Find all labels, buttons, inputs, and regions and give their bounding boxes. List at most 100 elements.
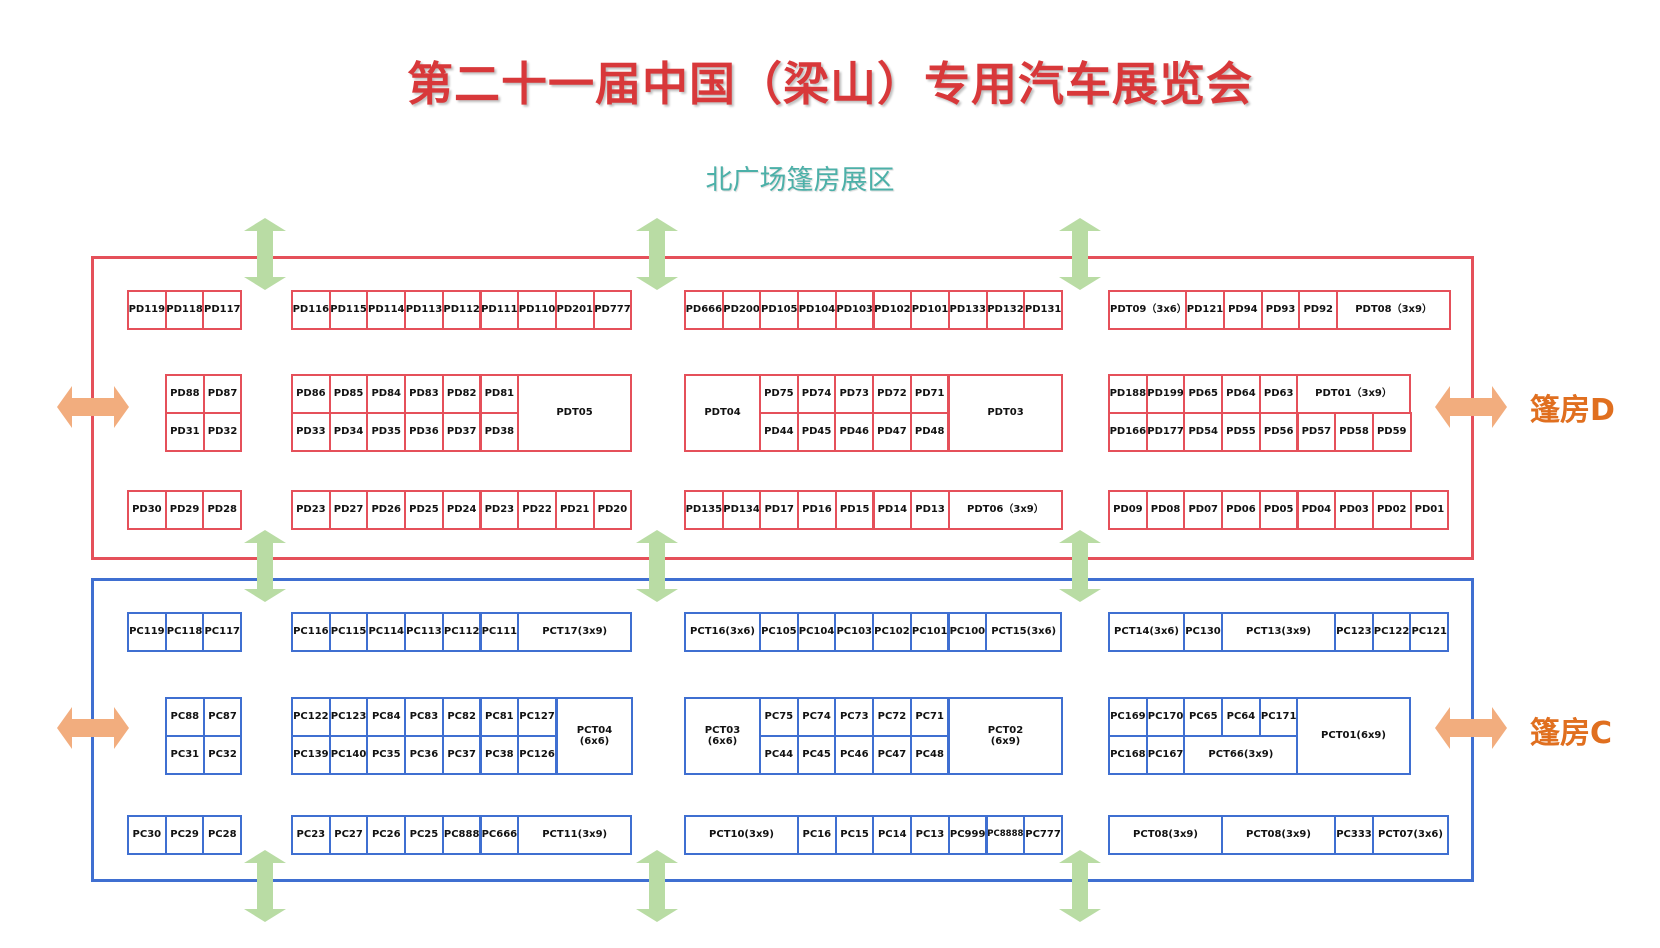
- zone-c-booth: PC73: [834, 697, 875, 737]
- zone-d-booth: PD63: [1258, 374, 1299, 414]
- zone-d-booth: PD86: [291, 374, 331, 414]
- zone-c-booth: PC87: [202, 697, 243, 737]
- zone-d-booth: PD102: [872, 290, 913, 330]
- zone-c-booth: PC25: [404, 815, 444, 855]
- middle-passage-arrow: [244, 530, 286, 602]
- zone-c-booth: PC75: [759, 697, 799, 737]
- zone-d-booth: PD01: [1409, 490, 1450, 530]
- zone-c-booth: PC999: [947, 815, 988, 855]
- zone-d-booth: PD72: [872, 374, 912, 414]
- zone-c-booth: PC127: [517, 697, 557, 737]
- zone-d-booth: PD45: [796, 412, 837, 452]
- zone-c-booth: PC117: [202, 612, 243, 652]
- zone-c-booth: PC26: [366, 815, 407, 855]
- zone-c-booth: PC30: [127, 815, 167, 855]
- zone-c-booth: PCT10(3x9): [684, 815, 799, 855]
- zone-c-booth: PC37: [441, 735, 482, 775]
- zone-d-booth: PD83: [404, 374, 444, 414]
- zone-d-booth: PD177: [1145, 412, 1186, 452]
- zone-d-booth: PD111: [479, 290, 520, 330]
- zone-d-booth: PD87: [202, 374, 243, 414]
- zone-c-east-arrow: [1435, 707, 1507, 749]
- zone-c-booth: PC81: [479, 697, 520, 737]
- zone-c-booth: PCT14(3x6): [1108, 612, 1185, 652]
- zone-c-booth: PCT17(3x9): [517, 612, 633, 652]
- zone-d-booth: PD20: [592, 490, 633, 530]
- top-entrance-arrow: [1059, 218, 1101, 290]
- zone-d-booth: PD119: [127, 290, 167, 330]
- zone-c-booth: PC14: [872, 815, 913, 855]
- zone-d-booth: PD201: [554, 290, 595, 330]
- zone-d-booth: PD134: [721, 490, 762, 530]
- zone-c-booth: PC169: [1108, 697, 1148, 737]
- zone-c-booth: PC171: [1258, 697, 1299, 737]
- zone-c-booth: PCT16(3x6): [684, 612, 761, 652]
- zone-c-booth: PC15: [834, 815, 875, 855]
- zone-d-booth: PD114: [366, 290, 407, 330]
- zone-c-booth: PC45: [796, 735, 837, 775]
- zone-c-booth: PC115: [328, 612, 369, 652]
- zone-d-booth: PD82: [441, 374, 482, 414]
- middle-passage-arrow: [636, 530, 678, 602]
- zone-d-booth: PD84: [366, 374, 407, 414]
- zone-d-booth: PD57: [1296, 412, 1337, 452]
- zone-c-booth: PCT08(3x9): [1221, 815, 1336, 855]
- bottom-entrance-arrow: [244, 850, 286, 922]
- top-entrance-arrow: [636, 218, 678, 290]
- zone-c-booth: PC140: [328, 735, 369, 775]
- zone-c-booth: PC122: [1371, 612, 1412, 652]
- zone-d-label: 篷房D: [1530, 393, 1615, 428]
- zone-d-booth: PD35: [366, 412, 407, 452]
- zone-d-booth: PD115: [328, 290, 369, 330]
- zone-c-booth: PC101: [909, 612, 950, 652]
- zone-c-booth: PC167: [1145, 735, 1186, 775]
- zone-d-booth: PD25: [404, 490, 444, 530]
- zone-c-booth: PCT02 (6x9): [948, 697, 1063, 775]
- zone-d-east-arrow: [1435, 386, 1507, 428]
- zone-c-booth: PC168: [1108, 735, 1148, 775]
- middle-passage-arrow: [1059, 530, 1101, 602]
- zone-d-booth: PD38: [479, 412, 520, 452]
- zone-c-booth: PC35: [366, 735, 407, 775]
- zone-c-booth: PC27: [328, 815, 369, 855]
- bottom-entrance-arrow: [1059, 850, 1101, 922]
- zone-d-booth: PD73: [834, 374, 875, 414]
- zone-d-booth: PD06: [1221, 490, 1261, 530]
- zone-c-west-arrow: [57, 707, 129, 749]
- zone-d-booth: PD17: [759, 490, 800, 530]
- zone-c-booth: PC82: [441, 697, 482, 737]
- zone-d-booth: PD04: [1296, 490, 1337, 530]
- zone-d-west-arrow: [57, 386, 129, 428]
- zone-d-booth: PD54: [1183, 412, 1224, 452]
- zone-d-booth: PD36: [404, 412, 444, 452]
- zone-c-booth: PC100: [947, 612, 988, 652]
- zone-d-booth: PD131: [1023, 290, 1063, 330]
- zone-c-booth: PCT08(3x9): [1108, 815, 1223, 855]
- zone-c-booth: PC114: [366, 612, 407, 652]
- zone-c-booth: PCT11(3x9): [517, 815, 633, 855]
- zone-d-booth: PD47: [872, 412, 912, 452]
- zone-c-booth: PC116: [291, 612, 331, 652]
- zone-d-booth: PD74: [796, 374, 837, 414]
- top-entrance-arrow: [244, 218, 286, 290]
- zone-c-booth: PC121: [1409, 612, 1450, 652]
- zone-c-booth: PC105: [759, 612, 799, 652]
- page-title: 第二十一届中国（梁山）专用汽车展览会: [407, 57, 1253, 111]
- zone-d-booth: PD48: [909, 412, 950, 452]
- zone-c-booth: PCT15(3x6): [985, 612, 1063, 652]
- zone-c-booth: PC64: [1221, 697, 1261, 737]
- zone-c-booth: PC44: [759, 735, 799, 775]
- zone-d-booth: PD75: [759, 374, 799, 414]
- zone-c-booth: PC29: [164, 815, 205, 855]
- zone-d-booth: PD24: [441, 490, 482, 530]
- zone-d-booth: PD112: [441, 290, 482, 330]
- zone-d-booth: PD88: [165, 374, 205, 414]
- zone-d-booth: PD15: [834, 490, 875, 530]
- zone-d-booth: PD116: [291, 290, 331, 330]
- zone-d-booth: PD37: [441, 412, 482, 452]
- zone-c-booth: PC28: [202, 815, 243, 855]
- zone-d-booth: PD666: [684, 290, 724, 330]
- zone-d-booth: PD133: [947, 290, 988, 330]
- zone-c-booth: PC13: [910, 815, 950, 855]
- zone-d-booth: PD166: [1108, 412, 1148, 452]
